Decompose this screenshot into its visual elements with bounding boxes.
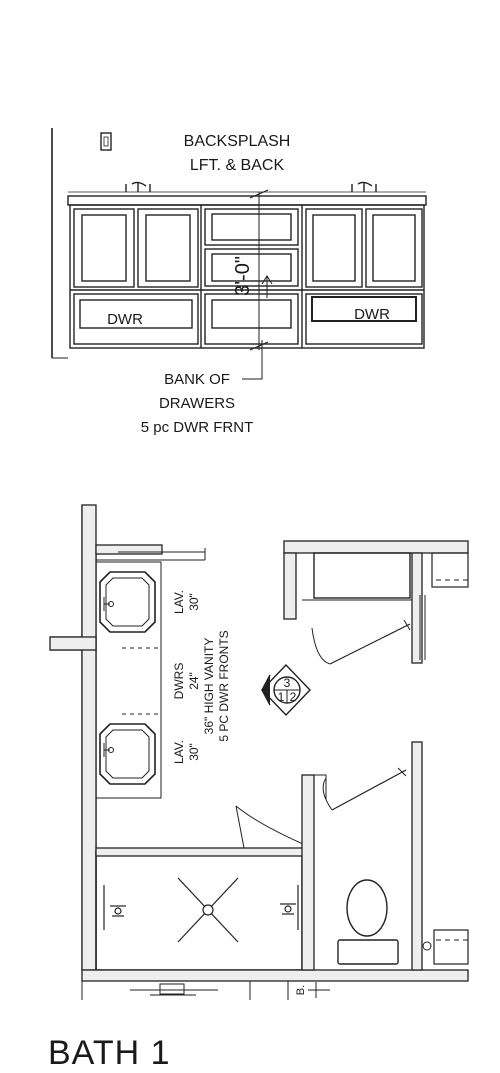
left-faucet-icon bbox=[125, 181, 151, 192]
shower-valve-right-icon bbox=[280, 885, 299, 930]
lav-top-label-1: LAV. bbox=[172, 590, 186, 614]
left-door-2 bbox=[137, 208, 199, 288]
drawer-right-label: DWR bbox=[354, 306, 390, 323]
right-drawer bbox=[305, 293, 423, 345]
shower-drain-icon bbox=[177, 877, 239, 943]
lav-bottom-label-2: 30" bbox=[187, 743, 201, 761]
vanity-elevation bbox=[51, 128, 427, 380]
bank-leader-line bbox=[242, 340, 263, 380]
bank-label-2: DRAWERS bbox=[159, 395, 235, 412]
left-door-1 bbox=[73, 208, 135, 288]
toilet-room-wall bbox=[301, 774, 315, 971]
closet-wall bbox=[283, 540, 469, 554]
countertop bbox=[67, 195, 427, 206]
backsplash-label-2: LFT. & BACK bbox=[190, 157, 285, 174]
bath-door-swing bbox=[235, 805, 304, 845]
toilet-icon bbox=[337, 879, 399, 965]
left-drawer bbox=[73, 293, 199, 345]
closet-shelf bbox=[313, 552, 411, 599]
cabinet-body bbox=[69, 204, 425, 349]
tag-left-number: 1 bbox=[278, 690, 285, 704]
elevation-tag-icon bbox=[261, 663, 311, 717]
bottom-sink-icon bbox=[99, 723, 156, 785]
right-faucet-icon bbox=[351, 181, 377, 192]
center-drawer-3 bbox=[204, 293, 299, 345]
tag-right-number: 2 bbox=[290, 690, 297, 704]
backsplash-label-1: BACKSPLASH bbox=[184, 133, 291, 150]
drawer-left-label: DWR bbox=[107, 311, 143, 328]
bank-label-3: 5 pc DWR FRNT bbox=[141, 419, 254, 436]
right-door-2 bbox=[365, 208, 423, 288]
tag-top-number: 3 bbox=[284, 676, 291, 690]
closet-door-swing bbox=[311, 627, 331, 665]
bottom-fixture-icon bbox=[130, 983, 218, 996]
shower-enclosure bbox=[95, 851, 303, 971]
center-drawer-2 bbox=[204, 248, 299, 287]
dwrs-label-2: 24" bbox=[187, 672, 201, 690]
right-door-1 bbox=[305, 208, 363, 288]
dwrs-label-1: DWRS bbox=[172, 663, 186, 700]
dimension-label: 3'-0" bbox=[232, 256, 254, 296]
lav-top-label-2: 30" bbox=[187, 593, 201, 611]
elevation-labels: BACKSPLASH LFT. & BACK 3'-0" DWR DWR BAN… bbox=[107, 133, 390, 436]
vanity-label-1: 36" HIGH VANITY bbox=[202, 638, 216, 735]
page-title: BATH 1 bbox=[48, 1034, 171, 1072]
toilet-fixture-icon bbox=[422, 941, 432, 951]
bank-label-1: BANK OF bbox=[164, 371, 230, 388]
outlet-icon bbox=[100, 132, 112, 151]
shower-valve-left-icon bbox=[103, 885, 126, 930]
left-wall bbox=[50, 505, 160, 971]
center-drawer-1 bbox=[204, 208, 299, 246]
lav-bottom-label-1: LAV. bbox=[172, 740, 186, 764]
floor-plan bbox=[49, 504, 469, 1000]
top-sink-icon bbox=[99, 571, 156, 633]
vanity-label-2: 5 PC DWR FRONTS bbox=[217, 630, 231, 741]
bottom-tag-label: B. bbox=[295, 985, 307, 995]
plan-labels: LAV. 30" DWRS 24" 36" HIGH VANITY 5 PC D… bbox=[172, 590, 307, 995]
